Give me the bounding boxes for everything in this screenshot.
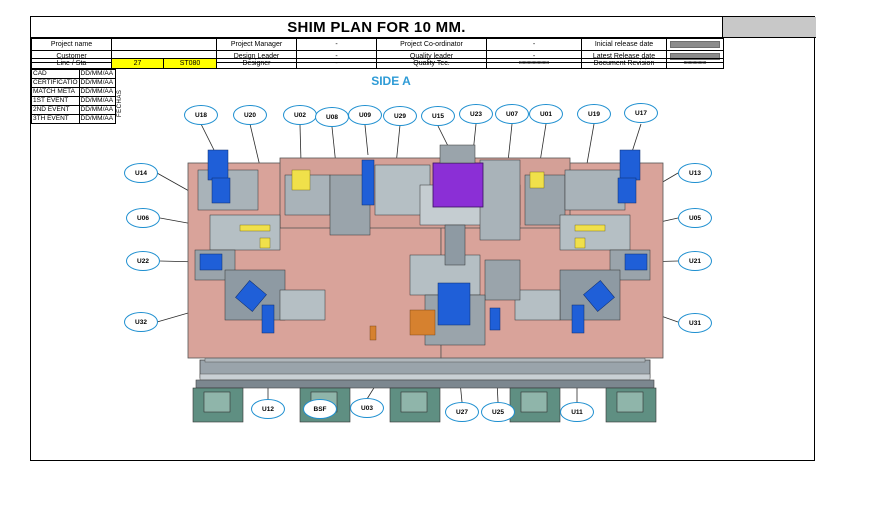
callout-u08[interactable]: U08 [315, 107, 349, 127]
date-value[interactable]: DD/MM/AA [78, 114, 116, 124]
callout-u19[interactable]: U19 [577, 104, 611, 124]
callout-u07[interactable]: U07 [495, 104, 529, 124]
document-revision-value[interactable]: xxxxxxxxx [666, 58, 724, 69]
callout-u18[interactable]: U18 [184, 105, 218, 125]
callout-u09[interactable]: U09 [348, 105, 382, 125]
callout-bsf[interactable]: BSF [303, 399, 337, 419]
callout-u15[interactable]: U15 [421, 106, 455, 126]
callout-u11[interactable]: U11 [560, 402, 594, 422]
callout-u29[interactable]: U29 [383, 106, 417, 126]
title-side-box [723, 17, 816, 38]
callout-u06[interactable]: U06 [126, 208, 160, 228]
callout-u21[interactable]: U21 [678, 251, 712, 271]
shim-pieces [369, 309, 436, 341]
callout-u27[interactable]: U27 [445, 402, 479, 422]
callout-u22[interactable]: U22 [126, 251, 160, 271]
redacted-bar [670, 41, 720, 48]
base-frame [195, 353, 655, 389]
callout-u23[interactable]: U23 [459, 104, 493, 124]
callout-u14[interactable]: U14 [124, 163, 158, 183]
legs [192, 387, 657, 423]
side-a-title: SIDE A [371, 74, 411, 88]
yellow-parts [239, 169, 606, 249]
callout-u13[interactable]: U13 [678, 163, 712, 183]
purple-clamp-block [432, 144, 484, 208]
callout-u25[interactable]: U25 [481, 402, 515, 422]
callout-u31[interactable]: U31 [678, 313, 712, 333]
callout-u17[interactable]: U17 [624, 103, 658, 123]
callout-u32[interactable]: U32 [124, 312, 158, 332]
callout-u20[interactable]: U20 [233, 105, 267, 125]
callout-u02[interactable]: U02 [283, 105, 317, 125]
callout-u05[interactable]: U05 [678, 208, 712, 228]
callout-u03[interactable]: U03 [350, 398, 384, 418]
header-row-line: Line / Sta 27 ST080 Designer - Quality T… [31, 58, 724, 69]
callout-u01[interactable]: U01 [529, 104, 563, 124]
header-info-table-line: Line / Sta 27 ST080 Designer - Quality T… [31, 58, 724, 69]
header-row-project: Project name Project Manager - Project C… [31, 38, 724, 51]
document-title: SHIM PLAN FOR 10 MM. [31, 17, 723, 38]
blue-clamps [199, 149, 648, 334]
callout-u12[interactable]: U12 [251, 399, 285, 419]
